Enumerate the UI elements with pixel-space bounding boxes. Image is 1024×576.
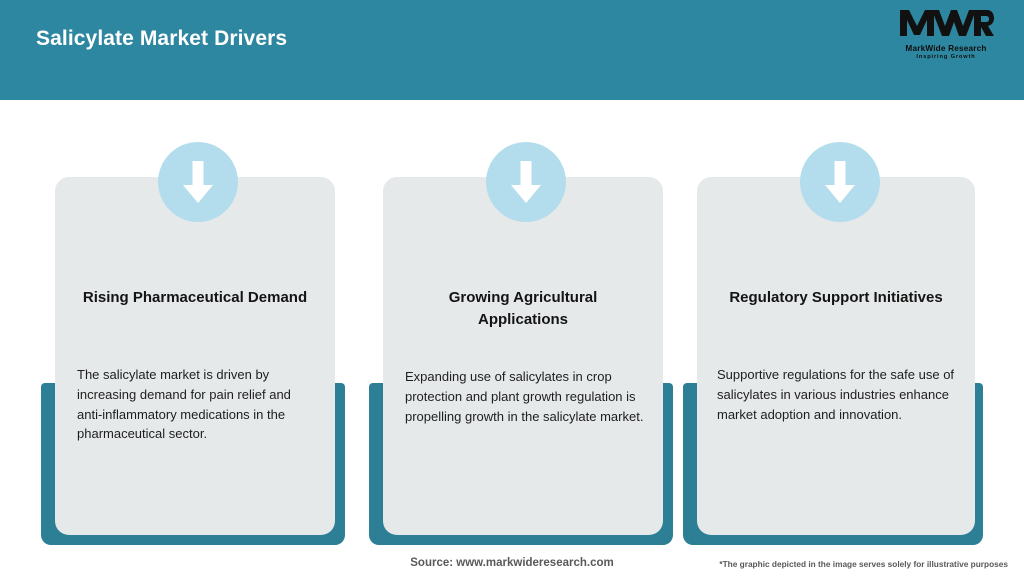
- card-body-text: The salicylate market is driven by incre…: [77, 367, 291, 442]
- header-bar: Salicylate Market Drivers MarkWide Resea…: [0, 0, 1024, 100]
- logo-company-name: MarkWide Research: [905, 44, 987, 53]
- driver-card-2: Growing Agricultural Applications Expand…: [369, 142, 683, 546]
- logo-tagline: Inspiring Growth: [916, 54, 976, 60]
- arrow-down-icon: [800, 142, 880, 222]
- page-title: Salicylate Market Drivers: [36, 27, 288, 50]
- card-surface: Rising Pharmaceutical Demand The salicyl…: [55, 177, 335, 535]
- driver-card-1: Rising Pharmaceutical Demand The salicyl…: [41, 142, 355, 546]
- card-surface: Regulatory Support Initiatives Supportiv…: [697, 177, 975, 535]
- card-body-text: Expanding use of salicylates in crop pro…: [405, 369, 644, 424]
- arrow-down-icon: [158, 142, 238, 222]
- card-title: Regulatory Support Initiatives: [729, 289, 943, 306]
- card-body-text: Supportive regulations for the safe use …: [717, 367, 955, 422]
- mwr-monogram-icon: [898, 8, 994, 43]
- card-surface: Growing Agricultural Applications Expand…: [383, 177, 663, 535]
- card-title: Growing Agricultural Applications: [448, 289, 598, 329]
- brand-logo: MarkWide Research Inspiring Growth: [890, 8, 1002, 60]
- card-title: Rising Pharmaceutical Demand: [82, 289, 308, 306]
- disclaimer-note: *The graphic depicted in the image serve…: [719, 559, 1008, 569]
- arrow-down-icon: [486, 142, 566, 222]
- driver-card-3: Regulatory Support Initiatives Supportiv…: [683, 142, 997, 546]
- source-attribution: Source: www.markwideresearch.com: [410, 557, 614, 569]
